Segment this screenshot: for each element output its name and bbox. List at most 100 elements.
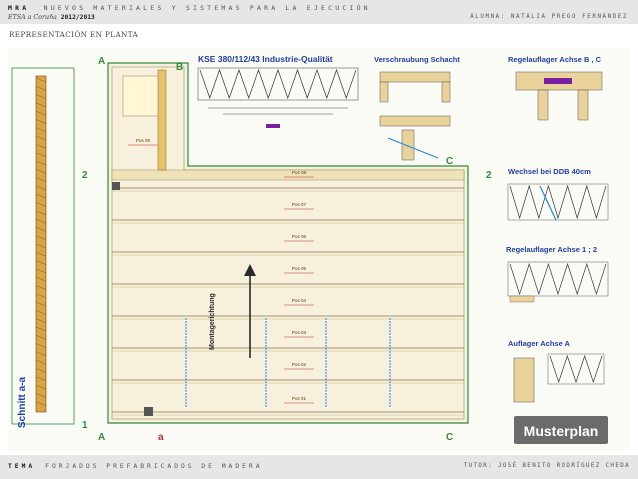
screw-post-center — [401, 129, 415, 161]
section-tick — [35, 293, 47, 298]
section-tick — [35, 335, 47, 340]
course-line: MRA NUEVOS MATERIALES Y SISTEMAS PARA LA… — [8, 4, 371, 12]
section-tick — [35, 127, 47, 132]
school-name: ETSA a Coruña — [8, 14, 57, 21]
section-tick — [35, 376, 47, 381]
school-line: ETSA a Coruña 2012/2013 — [8, 14, 95, 21]
detail-title-4: Regelauflager Achse 1 ; 2 — [506, 245, 597, 254]
support-12-plate — [509, 295, 535, 303]
support-a-truss — [549, 354, 603, 384]
position-label: Pos 03 — [292, 330, 307, 335]
top-beam-detail — [197, 67, 359, 128]
tutor-name: TUTOR: JOSÉ BENITO RODRÍGUEZ CHEDA — [463, 463, 630, 469]
axis-2-right: 2 — [486, 170, 492, 181]
academic-year: 2012/2013 — [60, 14, 95, 21]
section-ticks — [35, 77, 47, 406]
shaft-beam — [157, 69, 167, 171]
cut-marker-bottom: a — [112, 182, 164, 443]
dimension-columns — [185, 318, 391, 408]
section-tick — [35, 260, 47, 265]
upper-beam — [111, 169, 465, 181]
screw-post-right — [441, 81, 451, 103]
section-tick — [35, 310, 47, 315]
section-tick — [35, 252, 47, 257]
section-tick — [35, 301, 47, 307]
section-title: REPRESENTACIÓN EN PLANTA — [9, 30, 139, 39]
top-beam-truss — [199, 68, 357, 100]
section-tick — [35, 119, 47, 124]
course-code: MRA — [8, 4, 30, 12]
axis-c-bottom: C — [446, 432, 453, 443]
top-beam-tag — [266, 124, 280, 128]
axis-a-bottom: A — [98, 432, 105, 443]
screw-beam-mid — [379, 115, 451, 127]
section-strip-frame — [11, 67, 75, 425]
support-12-frame — [507, 261, 609, 297]
section-tick — [35, 77, 47, 83]
section-tick — [35, 268, 47, 274]
section-tick — [35, 177, 47, 182]
position-label: Pos 01 — [292, 396, 307, 401]
axis-labels: A A B C C 1 2 2 — [82, 56, 492, 443]
section-tick — [35, 277, 47, 282]
detail-title-1: Verschraubung Schacht — [374, 55, 460, 64]
section-tick — [35, 243, 47, 249]
section-tick — [35, 326, 47, 332]
theme-value: FORJADOS PREFABRICADOS DE MADERA — [45, 463, 263, 470]
section-tick — [35, 351, 47, 357]
detail-support-a — [513, 353, 605, 403]
student-name: ALUMNA: NATALIA PREGO FERNÁNDEZ — [470, 14, 628, 20]
section-tick — [35, 227, 47, 232]
position-label: Pos 08 — [292, 170, 307, 175]
cut-marker-box — [144, 407, 153, 416]
position-label: Pos 04 — [292, 298, 307, 303]
support-a-frame — [547, 353, 605, 385]
section-tick — [35, 360, 47, 365]
support-12-truss — [509, 262, 607, 296]
detail-trimmer — [507, 183, 609, 221]
trimmer-line — [539, 185, 557, 221]
screw-beam-top — [379, 71, 451, 83]
brand-label: Musterplan — [524, 423, 599, 439]
section-tick — [35, 111, 47, 116]
trimmer-truss — [509, 184, 607, 220]
section-tick — [35, 102, 47, 108]
section-tick — [35, 393, 47, 398]
course-name: NUEVOS MATERIALES Y SISTEMAS PARA LA EJE… — [43, 4, 371, 12]
support-bc-tag — [544, 78, 572, 84]
screw-line — [387, 137, 439, 159]
section-tick — [35, 401, 47, 406]
section-tick — [35, 185, 47, 191]
section-tick — [35, 384, 47, 390]
cut-marker-top — [112, 182, 120, 190]
section-tick — [35, 343, 47, 348]
section-tick — [35, 218, 47, 224]
brand-background — [514, 416, 608, 444]
axis-1: 1 — [82, 420, 88, 431]
section-tick — [35, 135, 47, 141]
position-label: Pos 09 — [136, 138, 151, 143]
section-tick — [35, 368, 47, 373]
axis-2-left: 2 — [82, 170, 88, 181]
screw-post-left — [379, 81, 389, 103]
section-tick — [35, 202, 47, 207]
section-wall — [35, 75, 47, 413]
detail-title-2: Regelauflager Achse B , C — [508, 55, 602, 64]
detail-title-5: Auflager Achse A — [508, 339, 571, 348]
section-tick — [35, 86, 47, 91]
slab-lines — [112, 187, 464, 416]
product-title: KSE 380/112/43 Industrie-Qualität — [198, 54, 333, 64]
section-tick — [35, 235, 47, 240]
section-label: Schnitt a-a — [17, 376, 28, 428]
trimmer-frame — [507, 183, 609, 221]
detail-title-3: Wechsel bei DDB 40cm — [508, 167, 591, 176]
position-label: Pos 05 — [292, 266, 307, 271]
detail-support-bc — [515, 71, 603, 121]
section-tick — [35, 318, 47, 323]
header-band: MRA NUEVOS MATERIALES Y SISTEMAS PARA LA… — [0, 0, 638, 24]
support-bc-post-left — [537, 89, 549, 121]
section-tick — [35, 194, 47, 199]
plan-outline — [107, 62, 469, 424]
